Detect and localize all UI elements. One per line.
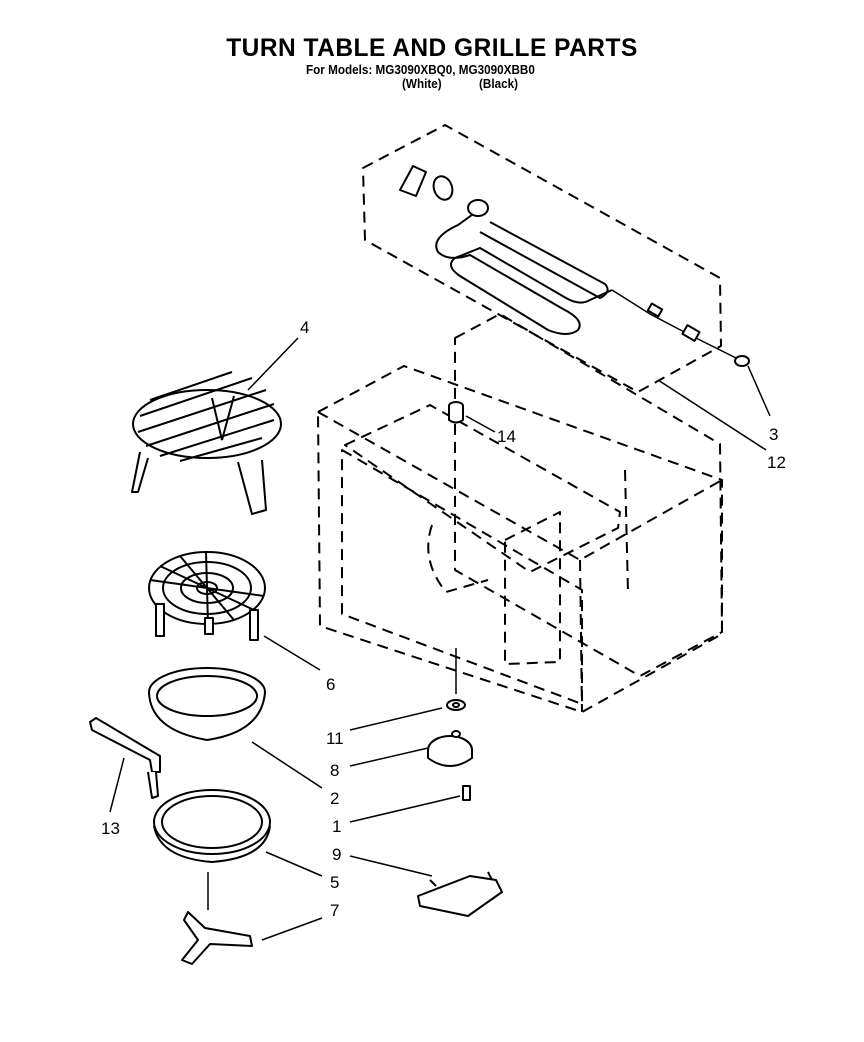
callout-13: 13 bbox=[101, 819, 120, 838]
callout-3: 3 bbox=[769, 425, 778, 444]
washer-part-11 bbox=[349, 699, 466, 731]
grille-heater-element bbox=[399, 165, 741, 361]
turntable-ring-part-5 bbox=[153, 789, 323, 877]
cooking-rack-part-4 bbox=[131, 337, 299, 515]
callout-11: 11 bbox=[326, 729, 344, 748]
cavity-stud-part-14 bbox=[448, 401, 496, 433]
oven-cavity-outline bbox=[317, 313, 723, 713]
models-line: For Models: MG3090XBQ0, MG3090XBB0 bbox=[306, 62, 535, 77]
callout-2: 2 bbox=[330, 789, 339, 808]
turntable-bowl-part-2 bbox=[148, 667, 323, 789]
callout-4: 4 bbox=[300, 318, 309, 337]
variant-white-label: (White) bbox=[402, 76, 442, 91]
callout-6: 6 bbox=[326, 675, 335, 694]
turntable-motor-part-8 bbox=[349, 730, 473, 767]
motor-screw-part-1 bbox=[349, 785, 471, 823]
page-title: TURN TABLE AND GRILLE PARTS bbox=[226, 34, 638, 62]
turntable-coupler-part-7 bbox=[181, 872, 323, 965]
callout-1: 1 bbox=[332, 817, 341, 836]
callout-5: 5 bbox=[330, 873, 339, 892]
variant-black-label: (Black) bbox=[479, 76, 519, 91]
bracket-part-13 bbox=[89, 717, 161, 813]
callout-14: 14 bbox=[497, 427, 516, 446]
grille-screw-part-3 bbox=[734, 355, 771, 417]
callout-7: 7 bbox=[330, 901, 339, 920]
leader-12 bbox=[657, 379, 767, 451]
turntable-support-part-6 bbox=[148, 551, 321, 671]
callout-8: 8 bbox=[330, 761, 339, 780]
callout-12: 12 bbox=[767, 453, 786, 472]
callout-9: 9 bbox=[332, 845, 341, 864]
cover-plate-part-9 bbox=[349, 855, 503, 917]
grille-housing-outline bbox=[362, 124, 722, 393]
